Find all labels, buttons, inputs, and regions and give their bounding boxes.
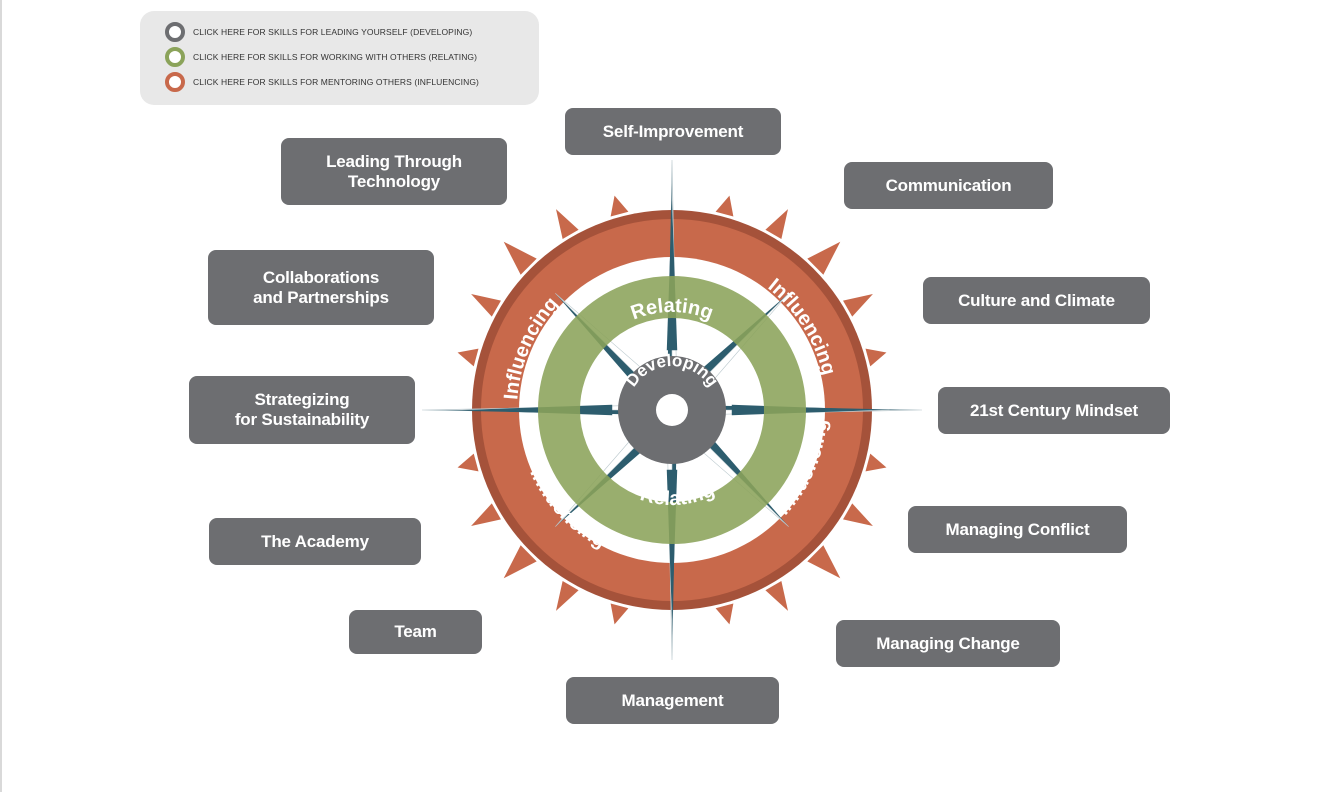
compass-tick (715, 195, 734, 217)
skill-managing-conflict[interactable]: Managing Conflict (908, 506, 1127, 553)
legend-label-relating: CLICK HERE FOR SKILLS FOR WORKING WITH O… (193, 52, 478, 62)
compass-ticks (457, 195, 887, 625)
legend-label-influencing: CLICK HERE FOR SKILLS FOR MENTORING OTHE… (193, 77, 479, 87)
compass-tick (765, 581, 788, 611)
legend-item-developing[interactable]: CLICK HERE FOR SKILLS FOR LEADING YOURSE… (165, 22, 472, 42)
legend-label-developing: CLICK HERE FOR SKILLS FOR LEADING YOURSE… (193, 27, 473, 37)
skill-communication[interactable]: Communication (844, 162, 1053, 209)
developing-ring-icon (165, 22, 185, 42)
compass-tick (715, 603, 734, 625)
compass-tick (457, 453, 479, 472)
compass-tick (807, 545, 841, 579)
relating-ring (538, 276, 806, 544)
compass-tick (556, 209, 579, 239)
compass-tick (610, 603, 629, 625)
compass-tick (843, 503, 873, 526)
skill-21st-century-mindset[interactable]: 21st Century Mindset (938, 387, 1170, 434)
legend-item-relating[interactable]: CLICK HERE FOR SKILLS FOR WORKING WITH O… (165, 47, 477, 67)
compass-tick (843, 294, 873, 317)
compass-tick (471, 294, 501, 317)
skill-collaborations-and-partnerships[interactable]: Collaborations and Partnerships (208, 250, 434, 325)
legend-panel: CLICK HERE FOR SKILLS FOR LEADING YOURSE… (140, 11, 539, 105)
compass-tick (610, 195, 629, 217)
legend-item-influencing[interactable]: CLICK HERE FOR SKILLS FOR MENTORING OTHE… (165, 72, 479, 92)
compass-tick (503, 241, 537, 275)
compass-tick (807, 241, 841, 275)
compass-tick (865, 453, 887, 472)
compass-tick (503, 545, 537, 579)
influencing-ring-icon (165, 72, 185, 92)
skill-strategizing-for-sustainability[interactable]: Strategizing for Sustainability (189, 376, 415, 444)
compass-tick (865, 348, 887, 367)
page-border (0, 0, 2, 792)
compass-hub (656, 394, 688, 426)
skill-managing-change[interactable]: Managing Change (836, 620, 1060, 667)
skill-leading-through-technology[interactable]: Leading Through Technology (281, 138, 507, 205)
relating-ring-icon (165, 47, 185, 67)
compass-tick (471, 503, 501, 526)
compass-tick (457, 348, 479, 367)
skill-team[interactable]: Team (349, 610, 482, 654)
skill-culture-and-climate[interactable]: Culture and Climate (923, 277, 1150, 324)
skill-self-improvement[interactable]: Self-Improvement (565, 108, 781, 155)
compass-tick (765, 209, 788, 239)
skill-the-academy[interactable]: The Academy (209, 518, 421, 565)
compass-tick (556, 581, 579, 611)
skill-management[interactable]: Management (566, 677, 779, 724)
